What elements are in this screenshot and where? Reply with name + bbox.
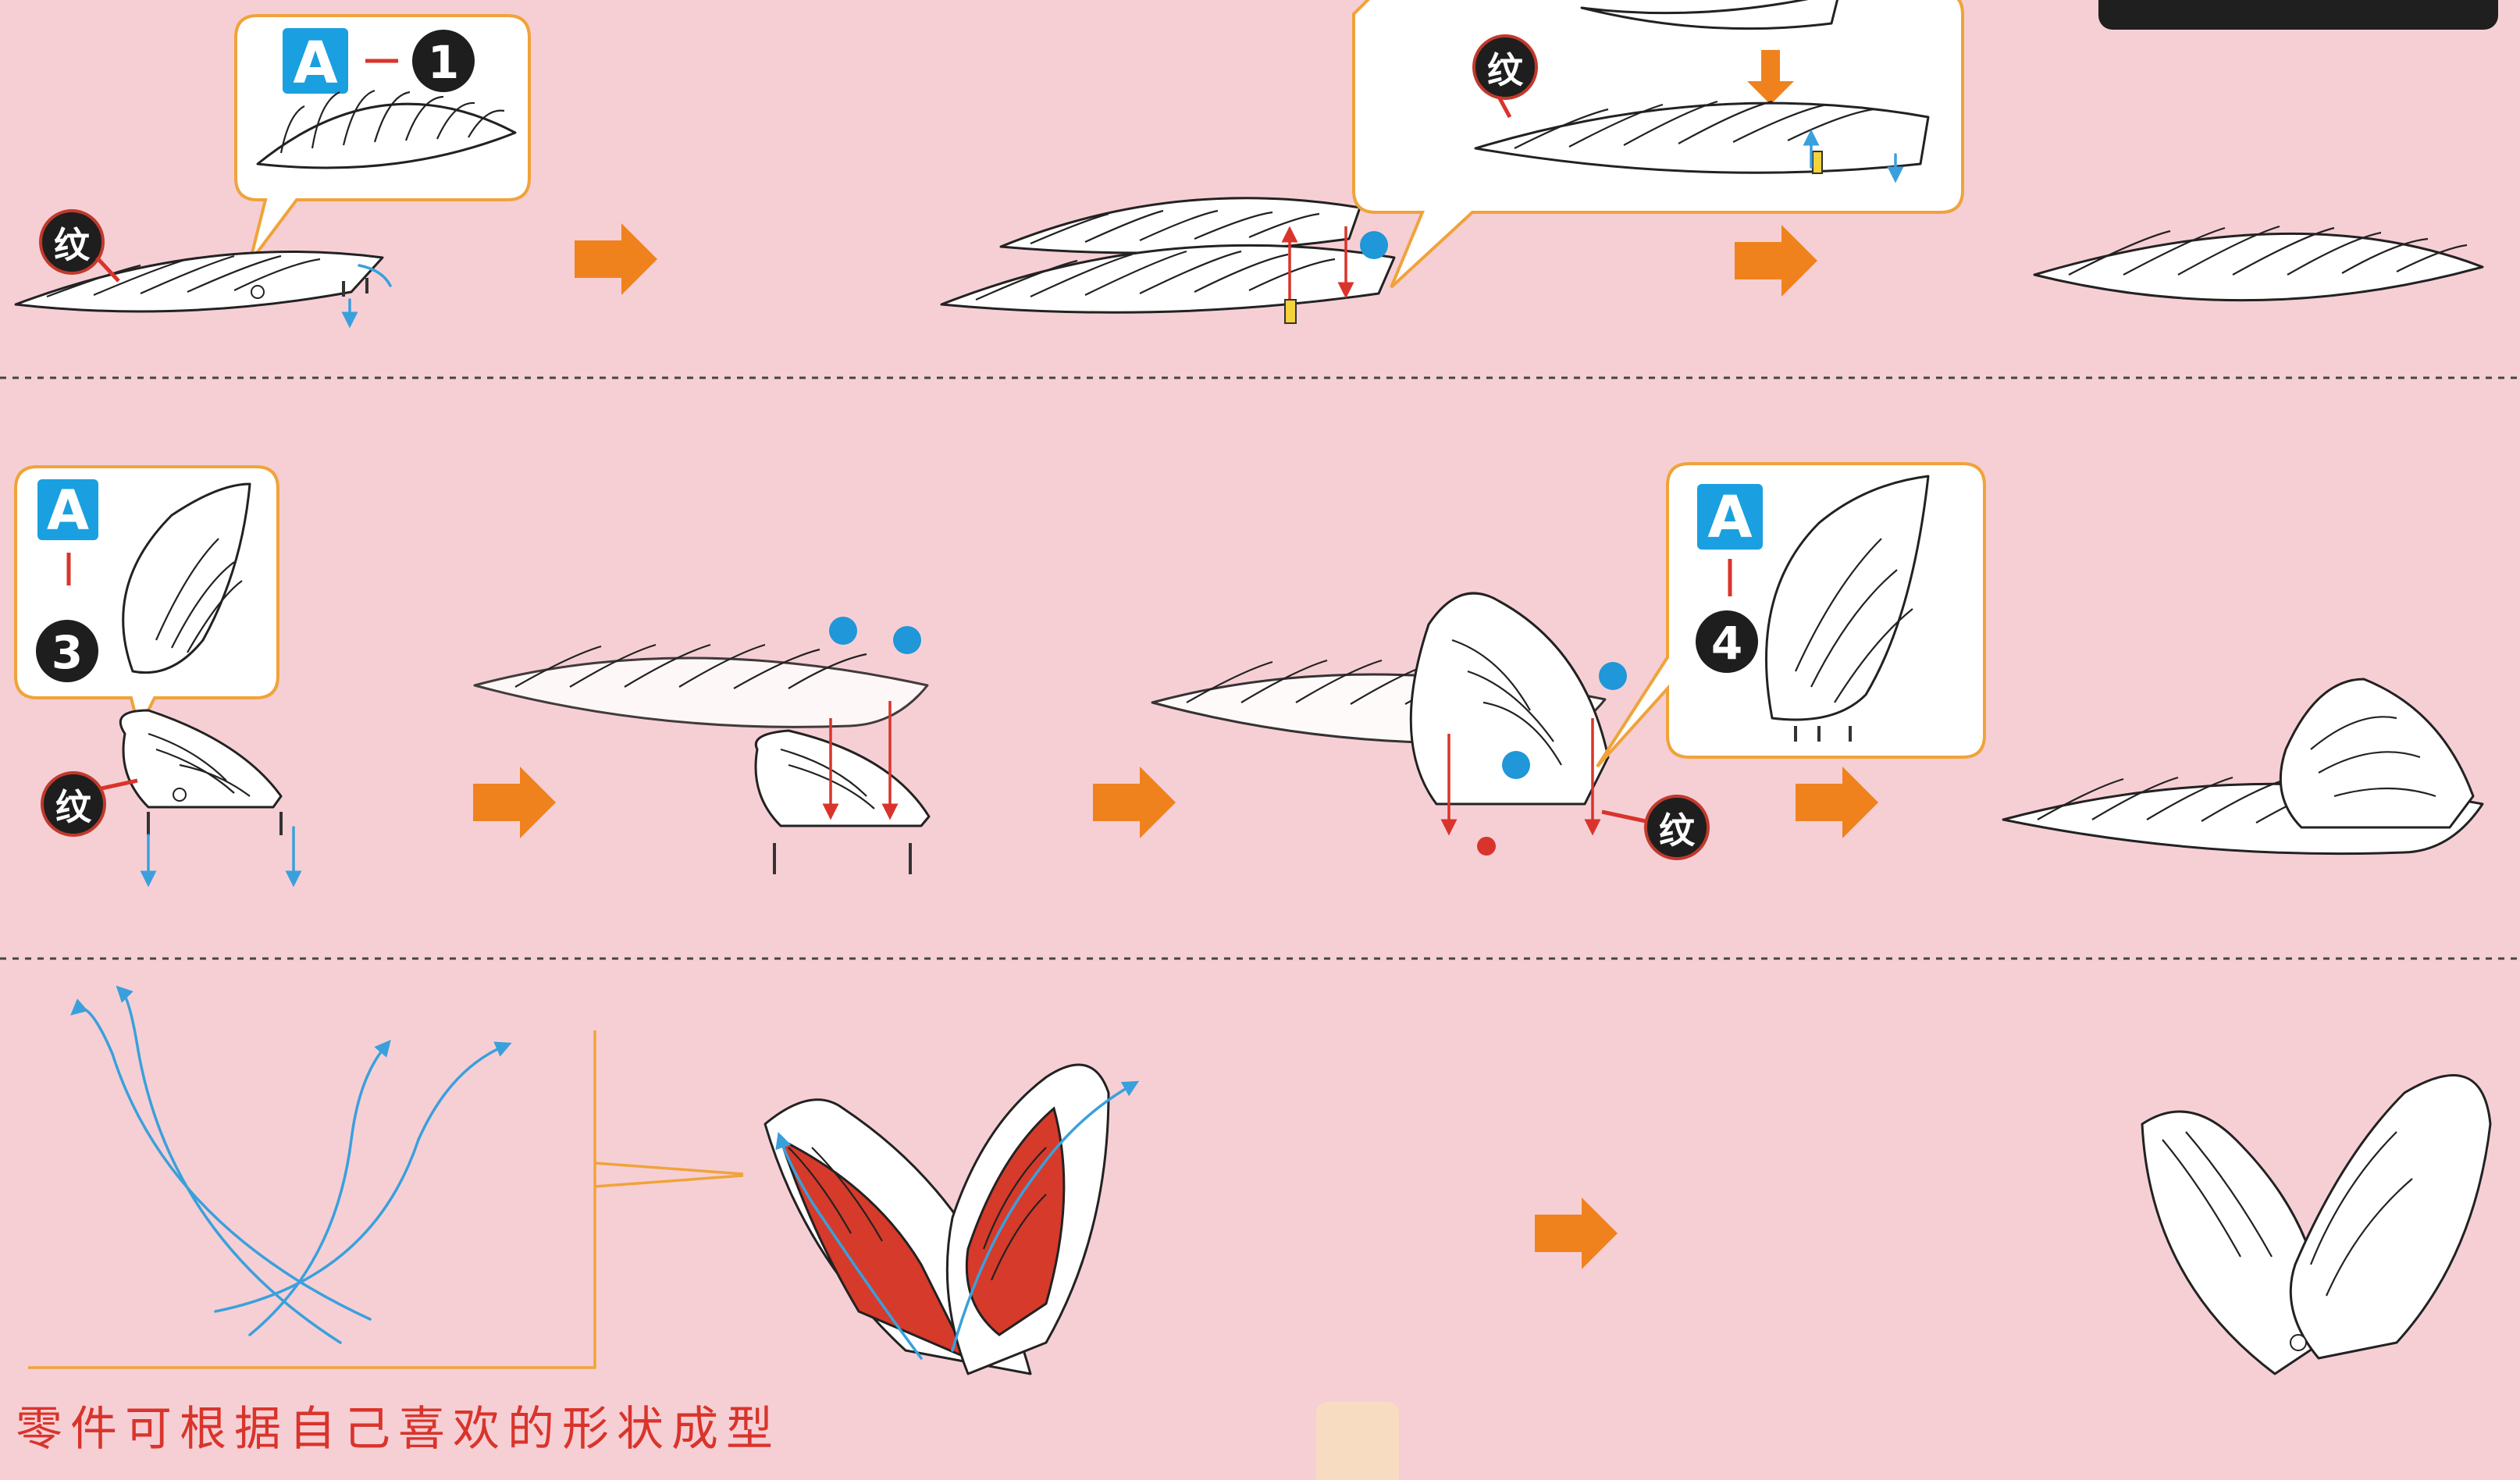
wing-step-6: [1151, 592, 1627, 856]
part-letter: A: [293, 30, 337, 97]
wing-step-5: [473, 617, 931, 874]
part-a-badge: [1697, 484, 1763, 550]
shaped-wings: [763, 1063, 1140, 1375]
mark-badge: 纹: [41, 771, 138, 837]
wing-part-icon: [1765, 475, 1930, 742]
wing-step-2: [940, 197, 1396, 324]
wing-step-1: [14, 251, 392, 329]
part-letter: A: [47, 479, 89, 543]
mark-badge: 纹: [39, 209, 120, 283]
part-number: 1: [428, 36, 459, 89]
part-number-badge: [412, 30, 475, 92]
step-arrow-icon: [1796, 767, 1878, 838]
part-number-badge: [36, 620, 98, 682]
corner-tab: [2098, 0, 2498, 30]
step-arrow-icon: [1535, 1197, 1618, 1269]
callout-a3: A 3: [14, 465, 279, 734]
wing-step-3: [2033, 225, 2484, 302]
svg-text:纹: 纹: [54, 224, 91, 266]
wing-part-icon: [256, 89, 517, 169]
pin-dot-icon: [1360, 231, 1388, 259]
page-tab: [1316, 1402, 1399, 1480]
wing-part-icon: [122, 482, 251, 674]
shaping-guide: [28, 985, 744, 1369]
part-a-badge: [283, 28, 348, 94]
part-number-badge: [1696, 610, 1758, 673]
part-number: 4: [1711, 617, 1742, 670]
callout-a1: A 1: [234, 14, 531, 264]
svg-text:纹: 纹: [1487, 49, 1524, 91]
svg-text:纹: 纹: [55, 786, 92, 828]
part-a-badge: [37, 479, 98, 540]
wing-final-result: [2141, 1074, 2492, 1375]
step-arrow-icon: [575, 223, 657, 295]
svg-text:纹: 纹: [1659, 809, 1696, 852]
wing-step-4: [119, 709, 302, 888]
callout-a2: [1352, 0, 1964, 289]
callout-a4: A 4: [1596, 462, 1986, 768]
part-letter: A: [1707, 484, 1752, 551]
mark-badge: 纹: [1472, 34, 1538, 119]
step-arrow-icon: [1093, 767, 1176, 838]
mark-badge: 纹: [1601, 795, 1710, 860]
footnote-caption: 零件可根据自己喜欢的形状成型: [16, 1402, 781, 1457]
step-arrow-icon: [473, 767, 556, 838]
wing-step-7: [2002, 678, 2484, 856]
part-number: 3: [52, 626, 83, 679]
step-arrow-icon: [1735, 225, 1817, 297]
